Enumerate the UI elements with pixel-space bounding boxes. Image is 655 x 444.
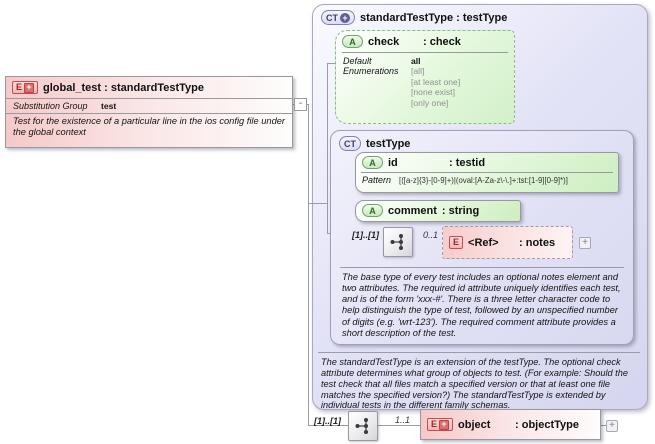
notes-outer-cardinality: [1]..[1] [352, 230, 379, 240]
standard-test-type-header: CT+ standardTestType : testType [313, 5, 647, 30]
id-attribute-name: id [388, 156, 398, 169]
attribute-icon: A [362, 204, 383, 217]
enumeration-value: [only one] [411, 98, 449, 109]
pattern-value: [([a-z]{3}-[0-9]+)|(oval:[A-Za-z\-\.]+:t… [399, 176, 568, 185]
connector [306, 104, 309, 105]
complex-type-icon: CT+ [321, 10, 355, 25]
enumeration-value: [all] [411, 66, 425, 76]
object-outer-cardinality: [1]..[1] [314, 416, 341, 426]
check-attribute-name: check [368, 35, 400, 48]
sequence-glyph [390, 234, 403, 250]
connector [378, 425, 420, 426]
element-plus-icon: + [24, 82, 35, 93]
default-label: Default [343, 56, 372, 66]
check-attribute-type: : check [423, 35, 461, 48]
enumerations-label: Enumerations [343, 66, 399, 76]
attribute-icon: A [362, 156, 383, 169]
divider [318, 352, 640, 353]
notes-element-header: E <Ref> : notes [443, 233, 561, 252]
notes-expand-toggle[interactable]: + [579, 237, 591, 249]
check-attribute-header: A check : check [336, 31, 514, 52]
comment-attribute-name: comment [388, 204, 437, 217]
complex-type-icon: CT [339, 136, 361, 151]
divider [6, 113, 292, 114]
collapse-toggle[interactable]: - [294, 98, 307, 111]
element-icon: E+ [427, 418, 454, 431]
attribute-icon: A [342, 35, 363, 48]
object-element-name: object [458, 418, 491, 431]
connector [291, 104, 295, 105]
connector [601, 425, 606, 426]
divider [342, 52, 508, 53]
default-value: all [411, 56, 421, 66]
connector [308, 425, 349, 426]
test-type-header: CT testType [331, 131, 633, 156]
object-expand-toggle[interactable]: + [606, 420, 618, 432]
id-attribute-header: A id : testid [356, 153, 618, 172]
global-test-title: global_test : standardTestType [43, 81, 204, 94]
element-icon: E+ [12, 81, 39, 94]
object-element-type: : objectType [515, 418, 579, 431]
pattern-label: Pattern [362, 175, 392, 185]
sequence-icon[interactable] [348, 411, 378, 441]
id-attribute[interactable]: A id : testid Pattern [([a-z]{3}-[0-9]+)… [355, 152, 619, 193]
complex-type-letter: CT [326, 12, 338, 23]
connector [327, 63, 328, 233]
object-element-header: E+ object : objectType [421, 415, 585, 434]
sequence-icon[interactable] [383, 227, 413, 257]
object-cardinality: 1..1 [395, 415, 411, 425]
enumeration-value: [at least one] [411, 76, 461, 87]
enumeration-value: [none exist] [411, 87, 455, 98]
connector-trunk [308, 104, 309, 426]
extension-plus-icon: + [340, 12, 350, 23]
standard-test-type-annotation: The standardTestType is an extension of … [321, 357, 628, 411]
comment-attribute[interactable]: A comment : string [355, 200, 521, 222]
connector [327, 63, 336, 64]
notes-cardinality: 0..1 [423, 230, 439, 240]
standard-test-type-title: standardTestType : testType [360, 11, 508, 24]
id-attribute-type: : testid [449, 156, 486, 169]
comment-attribute-header: A comment : string [356, 201, 520, 220]
complex-type-letter: CT [344, 138, 356, 149]
element-letter: E [16, 82, 23, 92]
enumeration-values: [all] [at least one] [none exist] [only … [411, 66, 507, 109]
divider [361, 172, 613, 173]
notes-element[interactable]: E <Ref> : notes [442, 226, 573, 259]
test-type-title: testType [366, 137, 411, 150]
element-plus-icon: + [439, 419, 450, 430]
sequence-glyph [355, 418, 368, 434]
substitution-group-label: Substitution Group [13, 101, 88, 111]
element-letter: E [453, 237, 460, 247]
connector [308, 203, 327, 204]
substitution-group-value: test [101, 101, 117, 111]
divider [340, 267, 624, 268]
check-attribute[interactable]: A check : check Default all Enumerations… [335, 30, 515, 124]
global-test-header: E+ global_test : standardTestType [6, 77, 292, 98]
global-test-annotation: Test for the existence of a particular l… [13, 116, 286, 138]
element-icon: E [449, 236, 464, 249]
notes-element-name: <Ref> [468, 236, 499, 249]
element-letter: E [431, 419, 438, 429]
test-type-annotation: The base type of every test includes an … [342, 272, 621, 338]
global-test-element[interactable]: E+ global_test : standardTestType Substi… [5, 76, 293, 148]
notes-element-type: : notes [519, 236, 556, 249]
object-element[interactable]: E+ object : objectType [420, 409, 601, 440]
comment-attribute-type: : string [441, 204, 480, 217]
divider [6, 98, 292, 99]
